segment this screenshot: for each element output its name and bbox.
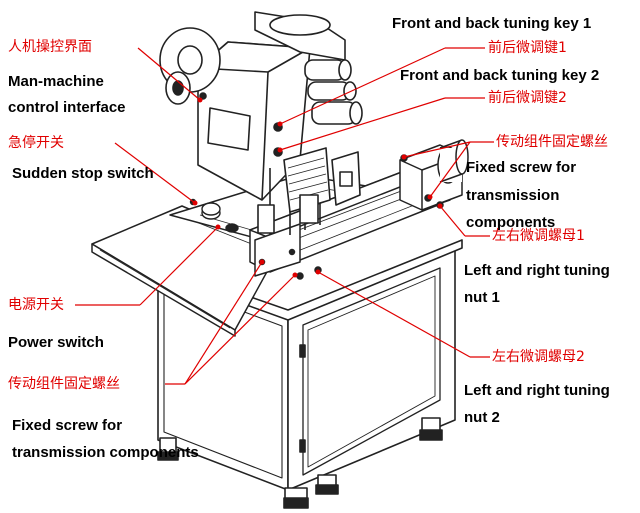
label-lr-nut1-en-1: Left and right tuning (464, 262, 610, 279)
cabinet (149, 239, 463, 509)
label-fixscrew-right-cn: 传动组件固定螺丝 (496, 134, 608, 150)
labeler-head (159, 11, 363, 235)
label-lr-nut2-en-2: nut 2 (464, 409, 500, 426)
hmi-screen (207, 107, 251, 151)
label-fixscrew-right-en-2: transmission (466, 187, 560, 204)
label-lr-nut2-en-1: Left and right tuning (464, 382, 610, 399)
label-fixscrew-right-en-1: Fixed screw for (466, 159, 577, 176)
table-buttons (189, 198, 239, 233)
leader-lines (75, 47, 494, 385)
label-fb-key1-cn: 前后微调键1 (488, 40, 567, 56)
label-estop-en: Sudden stop switch (12, 165, 154, 182)
cabinet-door (302, 267, 441, 476)
label-fixscrew-left-cn: 传动组件固定螺丝 (8, 376, 120, 392)
label-fb-key1-en: Front and back tuning key 1 (392, 15, 592, 32)
label-lr-nut2-cn: 左右微调螺母2 (492, 349, 585, 365)
label-fb-key2-en: Front and back tuning key 2 (400, 67, 600, 84)
label-fixscrew-right-en-3: components (466, 214, 556, 231)
label-hmi-cn: 人机操控界面 (8, 39, 92, 55)
leader-arrowheads (192, 97, 443, 278)
label-hmi-en-1: Man-machine (8, 73, 104, 90)
label-fixscrew-left-en-1: Fixed screw for (12, 417, 123, 434)
label-estop-cn: 急停开关 (8, 135, 64, 151)
label-lr-nut1-en-2: nut 1 (464, 289, 500, 306)
power-button (225, 223, 239, 233)
label-fb-key2-cn: 前后微调键2 (488, 90, 567, 106)
label-power-en: Power switch (8, 334, 104, 351)
label-fixscrew-left-en-2: transmission components (12, 444, 199, 461)
label-hmi-en-2: control interface (8, 99, 126, 116)
label-lr-nut1-cn: 左右微调螺母1 (492, 228, 585, 244)
label-power-cn: 电源开关 (8, 297, 64, 313)
